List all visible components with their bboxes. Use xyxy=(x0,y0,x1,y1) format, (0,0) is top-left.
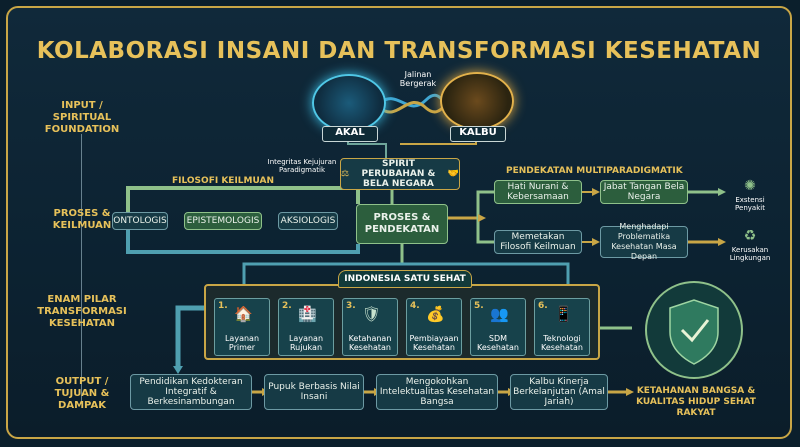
output-intelektualitas: Mengokohkan Intelektualitas Kesehatan Ba… xyxy=(376,374,498,410)
row-label-proses: PROSES & KEILMUAN xyxy=(52,208,112,231)
integritas-label: Integritas Kejujuran Paradigmatik xyxy=(267,158,337,174)
epistemologis-box: EPISTEMOLOGIS xyxy=(184,212,262,230)
pillar-teknologi: 6. 📱 Teknologi Kesehatan xyxy=(534,298,590,356)
virus-icon: ✺ xyxy=(744,178,756,194)
pillar-ketahanan: 3. 🛡 Ketahanan Kesehatan xyxy=(342,298,398,356)
clinic-icon: 🏠 xyxy=(234,305,253,323)
pillar-label: Layanan Rujukan xyxy=(288,334,324,352)
pillar-layanan-rujukan: 2. 🏥 Layanan Rujukan xyxy=(278,298,334,356)
pillar-number: 6. xyxy=(538,301,548,311)
pillar-layanan-primer: 1. 🏠 Layanan Primer xyxy=(214,298,270,356)
phone-icon: 📱 xyxy=(554,305,573,323)
proses-box: PROSES & PENDEKATAN xyxy=(356,204,448,244)
menghadapi-box: Menghadapi Problematika Kesehatan Masa D… xyxy=(600,222,688,261)
final-goal: KETAHANAN BANGSA & KUALITAS HIDUP SEHAT … xyxy=(636,386,756,418)
jalinan-label: Jalinan Bergerak xyxy=(399,70,437,88)
money-icon: 💰 xyxy=(426,305,445,323)
banner-satu-sehat: INDONESIA SATU SEHAT xyxy=(338,270,472,288)
eksistensi-label: Exstensi Penyakit xyxy=(735,196,765,212)
hospital-icon: 🏥 xyxy=(298,305,317,323)
ontologis-box: ONTOLOGIS xyxy=(112,212,168,230)
scales-icon: ⚖ xyxy=(341,169,350,179)
infographic-frame: KOLABORASI INSANI DAN TRANSFORMASI KESEH… xyxy=(6,6,792,439)
output-pendidikan: Pendidikan Kedokteran Integratif & Berke… xyxy=(130,374,252,410)
row-label-input: INPUT / SPIRITUAL FOUNDATION xyxy=(44,100,120,135)
hati-nurani-box: Hati Nurani & Kebersamaan xyxy=(494,180,582,204)
spirit-label: SPIRIT PERUBAHAN & BELA NEGARA xyxy=(361,159,436,189)
aksiologis-box: AKSIOLOGIS xyxy=(278,212,338,230)
pillar-label: Pembiayaan Kesehatan xyxy=(409,334,459,352)
pillar-sdm: 5. 👥 SDM Kesehatan xyxy=(470,298,526,356)
page-title: KOLABORASI INSANI DAN TRANSFORMASI KESEH… xyxy=(36,38,762,64)
kalbu-label: KALBU xyxy=(450,126,506,142)
pillar-number: 2. xyxy=(282,301,292,311)
doctors-icon: 👥 xyxy=(490,305,509,323)
filosofi-heading: FILOSOFI KEILMUAN xyxy=(172,176,275,186)
recycle-icon: ♻ xyxy=(743,228,757,244)
pillar-label: Layanan Primer xyxy=(224,334,260,352)
memetakan-box: Memetakan Filosofi Keilmuan xyxy=(494,230,582,254)
row-label-output: OUTPUT / TUJUAN & DAMPAK xyxy=(54,376,110,411)
row-label-pilar: ENAM PILAR TRANSFORMASI KESEHATAN xyxy=(37,294,127,329)
pillar-pembiayaan: 4. 💰 Pembiayaan Kesehatan xyxy=(406,298,462,356)
pillar-number: 5. xyxy=(474,301,484,311)
pillar-number: 4. xyxy=(410,301,420,311)
pillar-label: SDM Kesehatan xyxy=(477,334,519,352)
pillar-number: 3. xyxy=(346,301,356,311)
row-divider-line xyxy=(81,134,82,404)
pillar-label: Ketahanan Kesehatan xyxy=(348,334,392,352)
output-kalbu-kinerja: Kalbu Kinerja Berkelanjutan (Amal Jariah… xyxy=(510,374,608,410)
handshake-icon: 🤝 xyxy=(447,169,459,179)
akal-label: AKAL xyxy=(322,126,378,142)
pillar-number: 1. xyxy=(218,301,228,311)
heart-icon xyxy=(440,72,514,130)
spirit-box: ⚖ SPIRIT PERUBAHAN & BELA NEGARA 🤝 xyxy=(340,158,460,190)
shield-hands-icon: 🛡 xyxy=(362,305,382,323)
jabat-tangan-box: Jabat Tangan Bela Negara xyxy=(600,180,688,204)
pillar-label: Teknologi Kesehatan xyxy=(541,334,583,352)
multi-heading: PENDEKATAN MULTIPARADIGMATIK xyxy=(506,166,683,176)
kerusakan-label: Kerusakan Lingkungan xyxy=(729,246,771,262)
brain-icon xyxy=(312,74,386,132)
output-pupuk: Pupuk Berbasis Nilai Insani xyxy=(264,374,364,410)
